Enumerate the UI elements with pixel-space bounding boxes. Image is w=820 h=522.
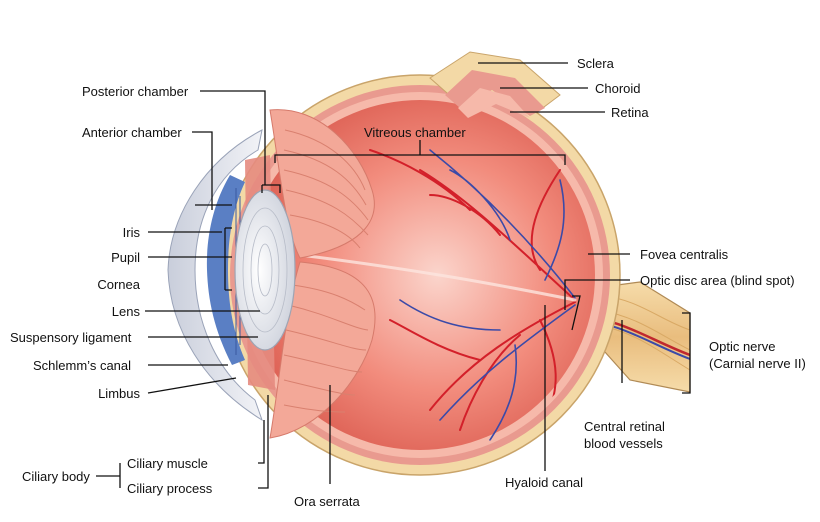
label-sclera: Sclera [577,56,614,71]
label-fovea-centralis: Fovea centralis [640,247,729,262]
label-hyaloid-canal: Hyaloid canal [505,475,584,490]
label-vitreous-chamber: Vitreous chamber [364,125,466,140]
label-choroid: Choroid [595,81,641,96]
label-ciliary-muscle: Ciliary muscle [127,456,208,471]
ciliary-upper [269,109,375,259]
iris-shape [206,175,245,365]
label-optic-disc: Optic disc area (blind spot) [640,273,795,288]
label-posterior-chamber: Posterior chamber [82,84,189,99]
label-schlemms-canal: Schlemm’s canal [33,358,132,373]
label-lens: Lens [111,304,140,319]
label-central-retinal-2: blood vessels [584,436,663,451]
label-ciliary-body: Ciliary body [22,469,90,484]
lens-shape [234,189,296,351]
label-retina: Retina [611,105,649,120]
ciliary-lower [269,261,376,439]
label-pupil: Pupil [111,250,140,265]
label-optic-nerve-1: Optic nerve [709,339,776,354]
label-suspensory-ligament: Suspensory ligament [10,330,132,345]
label-ora-serrata: Ora serrata [294,494,360,509]
retinal-vessels [298,149,577,441]
label-central-retinal-1: Central retinal [584,419,665,434]
label-anterior-chamber: Anterior chamber [82,125,182,140]
label-limbus: Limbus [98,386,140,401]
label-cornea: Cornea [97,277,140,292]
leader-lines [96,62,691,489]
label-optic-nerve-2: (Carnial nerve II) [709,356,806,371]
label-iris: Iris [122,225,140,240]
label-ciliary-process: Ciliary process [127,481,213,496]
cornea-shape [167,129,263,422]
